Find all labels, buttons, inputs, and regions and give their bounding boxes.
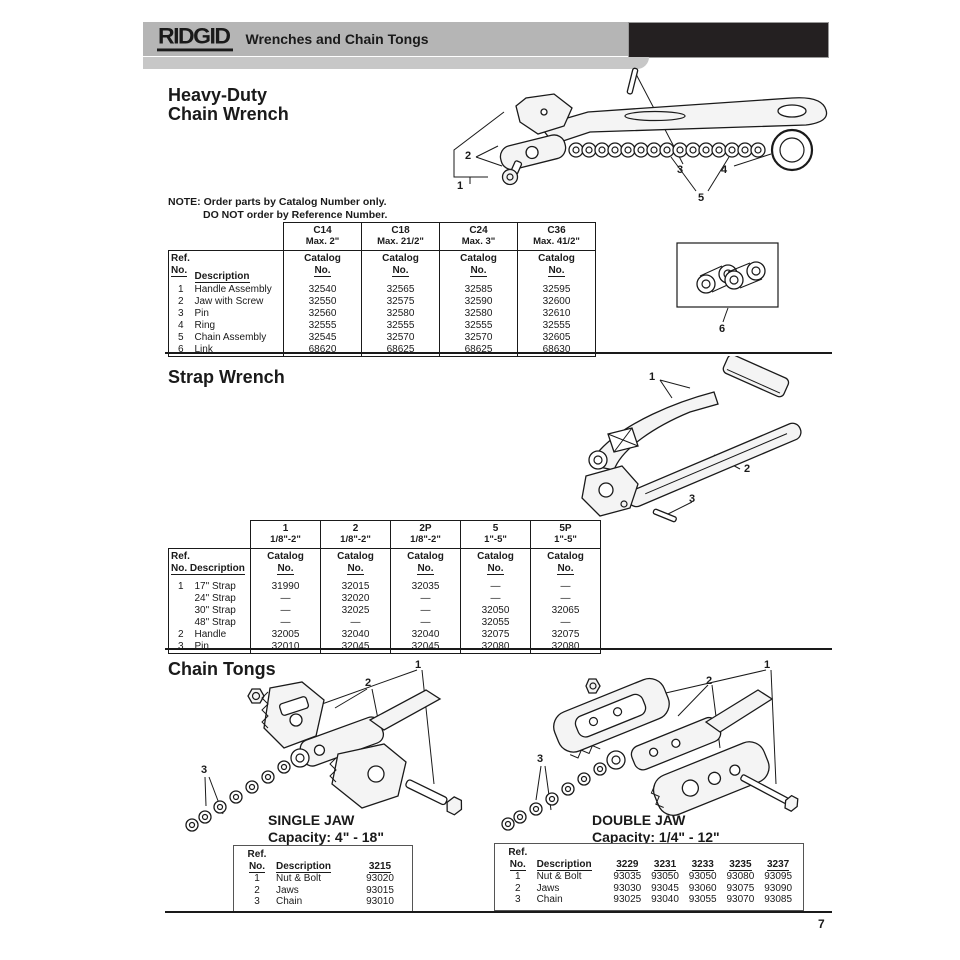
- screw-part: [501, 168, 519, 186]
- strap-part: [722, 356, 790, 398]
- header-black-tab: [628, 22, 829, 58]
- header-substrip: [143, 57, 649, 69]
- callout-2: 2: [706, 675, 713, 687]
- wrench-handle: [538, 97, 828, 145]
- table-row: 2 Jaws 93030 93045 93060 93075 93090: [515, 882, 793, 894]
- double-jaw-table: Ref.No. Description 3229 3231 3233 3235 …: [494, 843, 804, 911]
- single-jaw-table: Ref.No. Description 3215 1 Nut & Bolt 93…: [233, 845, 413, 913]
- callout-1: 1: [649, 371, 656, 383]
- callout-3: 3: [201, 764, 208, 776]
- table-row: 3 Chain 93010: [254, 896, 394, 907]
- section-title-chain-tongs: Chain Tongs: [168, 659, 276, 679]
- jaw-part: [553, 677, 670, 759]
- table-row: 3 Chain 93025 93040 93055 93070 93085: [515, 894, 793, 905]
- strap-part: [594, 391, 719, 471]
- callout-1: 1: [764, 659, 771, 671]
- table-row: 1 Nut & Bolt 93035 93050 93050 93080 930…: [515, 871, 793, 882]
- callout-2: 2: [744, 463, 751, 475]
- table-row: 1 Nut & Bolt 93020: [254, 873, 394, 884]
- link-part: [696, 261, 766, 294]
- footer-rule: [165, 911, 832, 913]
- pin-part: [626, 67, 639, 95]
- section-title-chain-wrench: Heavy-Duty Chain Wrench: [168, 85, 289, 125]
- ring-part: [770, 128, 814, 172]
- bolt-part: [405, 779, 463, 816]
- callout-3: 3: [677, 164, 684, 176]
- jaw-with-screw-part: [499, 134, 567, 171]
- section-title-strap-wrench: Strap Wrench: [168, 367, 285, 387]
- link-illustration: 6: [676, 242, 780, 342]
- table-row: 30" Strap —32025 —32050 32065: [168, 605, 601, 617]
- chain-part: [501, 750, 626, 831]
- handle-part: [368, 689, 442, 731]
- pin-part: [652, 508, 677, 523]
- table-row: 24" Strap —32020 —— —: [168, 593, 601, 605]
- strap-wrench-handle: [627, 422, 802, 508]
- nut-part: [247, 688, 265, 704]
- table-row: 2 Jaws 93015: [254, 884, 394, 896]
- single-jaw-label: SINGLE JAW Capacity: 4" - 18": [268, 812, 384, 845]
- callout-2: 2: [465, 150, 472, 162]
- jaw-part: [650, 741, 770, 816]
- ridgid-logo: RIDGID: [157, 26, 233, 52]
- double-jaw-illustration: 1 2 3: [492, 652, 837, 837]
- table-column-header-row: Ref.No. Description 3229 3231 3233 3235 …: [508, 847, 790, 871]
- handle-part: [704, 689, 774, 733]
- order-note: NOTE: Order parts by Catalog Number only…: [168, 196, 388, 221]
- table-column-header-row: Ref.No. Description 3215: [247, 849, 392, 873]
- callout-3: 3: [689, 493, 696, 505]
- chain-wrench-illustration: 1 2 3 4 5: [440, 62, 835, 212]
- chain-part: [185, 748, 310, 832]
- callout-5: 5: [698, 192, 705, 204]
- chain-part: [568, 142, 766, 158]
- header-bar: RIDGID Wrenches and Chain Tongs: [143, 22, 628, 56]
- callout-6: 6: [719, 323, 726, 335]
- page-title: Wrenches and Chain Tongs: [245, 31, 429, 47]
- bolt-part: [740, 774, 799, 813]
- page-number: 7: [818, 917, 825, 931]
- callout-4: 4: [721, 164, 728, 176]
- section-divider: [165, 352, 832, 354]
- callout-1: 1: [457, 180, 464, 192]
- strap-wrench-illustration: 1 2 3: [556, 356, 818, 528]
- section-divider: [165, 648, 832, 650]
- table-row: 48" Strap —— —32055 —: [168, 617, 601, 629]
- callout-1: 1: [415, 659, 422, 671]
- single-jaw-illustration: 1 2 3: [172, 658, 487, 836]
- callout-3: 3: [537, 753, 544, 765]
- nut-part: [585, 678, 601, 694]
- callout-2: 2: [365, 677, 372, 689]
- double-jaw-label: DOUBLE JAW Capacity: 1/4" - 12": [592, 812, 720, 845]
